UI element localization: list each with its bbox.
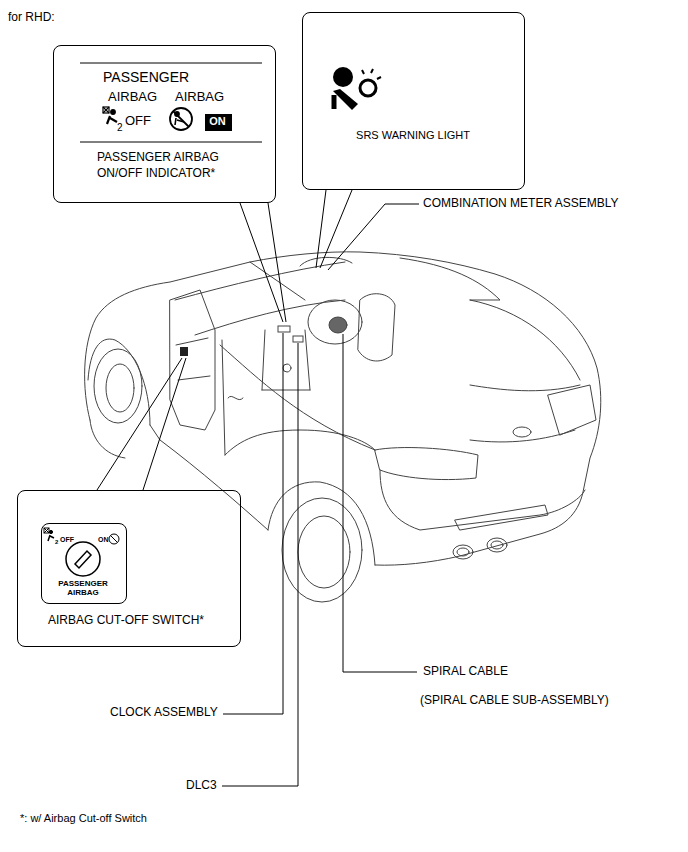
part-name: (SPIRAL CABLE SUB-ASSEMBLY) bbox=[420, 694, 609, 708]
switch-on-text: ON bbox=[98, 536, 109, 544]
badge-text: ON bbox=[205, 114, 230, 129]
on-badge: ON bbox=[205, 114, 232, 131]
clock-part bbox=[278, 326, 290, 332]
leader-line bbox=[240, 203, 286, 322]
switch-on-slash bbox=[111, 536, 118, 543]
srs-warning-icon bbox=[333, 67, 381, 110]
tail-light bbox=[548, 385, 596, 435]
side-panel bbox=[225, 430, 375, 455]
switch-off-box bbox=[44, 528, 49, 533]
dlc3-part bbox=[293, 336, 303, 342]
indicator-subscript: 2 bbox=[117, 122, 123, 134]
tail-light bbox=[375, 448, 478, 480]
part-name: COMBINATION METER ASSEMBLY bbox=[423, 197, 619, 211]
open-door bbox=[170, 290, 215, 430]
rear-wheel-rim bbox=[298, 516, 350, 588]
srs-airbag bbox=[360, 80, 376, 96]
switch-face: 2OFF ON PASSENGER AIRBAG bbox=[41, 523, 127, 604]
door-opening bbox=[222, 340, 225, 455]
front-wheel-rim bbox=[106, 364, 134, 412]
srs-head bbox=[333, 67, 353, 87]
exhaust-tip bbox=[491, 541, 503, 549]
leader-line bbox=[223, 333, 283, 714]
on-icon-head bbox=[175, 112, 179, 116]
part-name: AIRBAG CUT-OFF SWITCH* bbox=[48, 614, 204, 628]
front-bumper bbox=[90, 420, 125, 458]
rear-window bbox=[470, 300, 580, 380]
steering-hub bbox=[329, 317, 347, 333]
switch-off-head bbox=[49, 530, 52, 533]
srs-body bbox=[333, 89, 358, 110]
region-note: for RHD: bbox=[8, 11, 55, 25]
cut-off-switch-part bbox=[180, 347, 188, 356]
switch-callout-box: AIRBAG CUT-OFF SWITCH* 2OFF ON PASSENGER AI… bbox=[17, 490, 241, 647]
indicator-off-text: OFF bbox=[125, 114, 151, 129]
shift-knob bbox=[283, 364, 291, 372]
leader-line bbox=[328, 204, 419, 270]
off-icon-box bbox=[103, 107, 109, 113]
airbag-off-icon bbox=[103, 107, 117, 124]
rear-wheel bbox=[282, 498, 362, 602]
rear-wheel-arch bbox=[268, 482, 375, 565]
indicator-callout-box: PASSENGER AIRBAG AIRBAG 2OFF PASSENGER AIRBA… bbox=[53, 45, 276, 203]
center-console bbox=[262, 330, 310, 390]
switch-icons bbox=[44, 528, 119, 576]
exhaust-tip bbox=[453, 545, 473, 559]
indicator-caption: AIRBAG bbox=[175, 90, 224, 105]
warning-light-callout-box: SRS WARNING LIGHT bbox=[302, 12, 525, 190]
off-icon-head bbox=[111, 110, 116, 115]
rear-bumper bbox=[380, 470, 585, 530]
part-name: DLC3 bbox=[186, 779, 217, 793]
leader-line bbox=[222, 343, 298, 786]
on-icon-ring bbox=[170, 108, 192, 130]
airbag-on-icon bbox=[170, 108, 192, 130]
dashboard-lower bbox=[195, 300, 345, 335]
steering-wheel bbox=[308, 300, 362, 344]
switch-off-cross bbox=[44, 528, 49, 533]
front-wheel-arch bbox=[88, 339, 150, 425]
side-sill bbox=[150, 425, 268, 530]
part-name: SPIRAL CABLE bbox=[423, 665, 508, 679]
off-icon-cross bbox=[103, 107, 109, 113]
key-cylinder bbox=[66, 542, 100, 576]
part-name: PASSENGER AIRBAG ON/OFF INDICATOR* bbox=[97, 149, 237, 181]
indicator-heading: PASSENGER bbox=[103, 69, 189, 85]
door-handle bbox=[228, 396, 243, 399]
on-icon-slash bbox=[173, 111, 189, 127]
switch-on-ring bbox=[109, 534, 119, 544]
srs-airbag-rays bbox=[362, 69, 381, 79]
leader-line bbox=[97, 358, 186, 490]
switch-face-text: PASSENGER AIRBAG bbox=[53, 579, 113, 597]
switch-off-body bbox=[48, 535, 54, 541]
emblem bbox=[513, 427, 531, 437]
exhaust-tip bbox=[487, 538, 507, 552]
rear-quarter bbox=[400, 258, 500, 300]
leader-line bbox=[343, 334, 417, 672]
switch-subscript: 2 bbox=[55, 539, 58, 546]
key-slot bbox=[75, 551, 91, 568]
indicator-caption: AIRBAG bbox=[108, 90, 157, 105]
leader-line bbox=[316, 190, 352, 268]
part-name: CLOCK ASSEMBLY bbox=[110, 706, 218, 720]
driver-seat bbox=[358, 294, 395, 361]
meter-hood bbox=[300, 257, 352, 266]
divider-line bbox=[80, 63, 262, 142]
switch-off-text: OFF bbox=[60, 536, 74, 544]
dashboard-top bbox=[175, 262, 345, 300]
part-name: SRS WARNING LIGHT bbox=[303, 129, 523, 142]
on-icon-body bbox=[175, 118, 184, 125]
srs-seat bbox=[332, 95, 337, 109]
exhaust-tip bbox=[457, 548, 469, 556]
footnote: *: w/ Airbag Cut-off Switch bbox=[20, 812, 147, 825]
front-wheel bbox=[94, 349, 142, 423]
rear-diffuser bbox=[455, 505, 548, 530]
off-icon-body bbox=[107, 116, 117, 124]
